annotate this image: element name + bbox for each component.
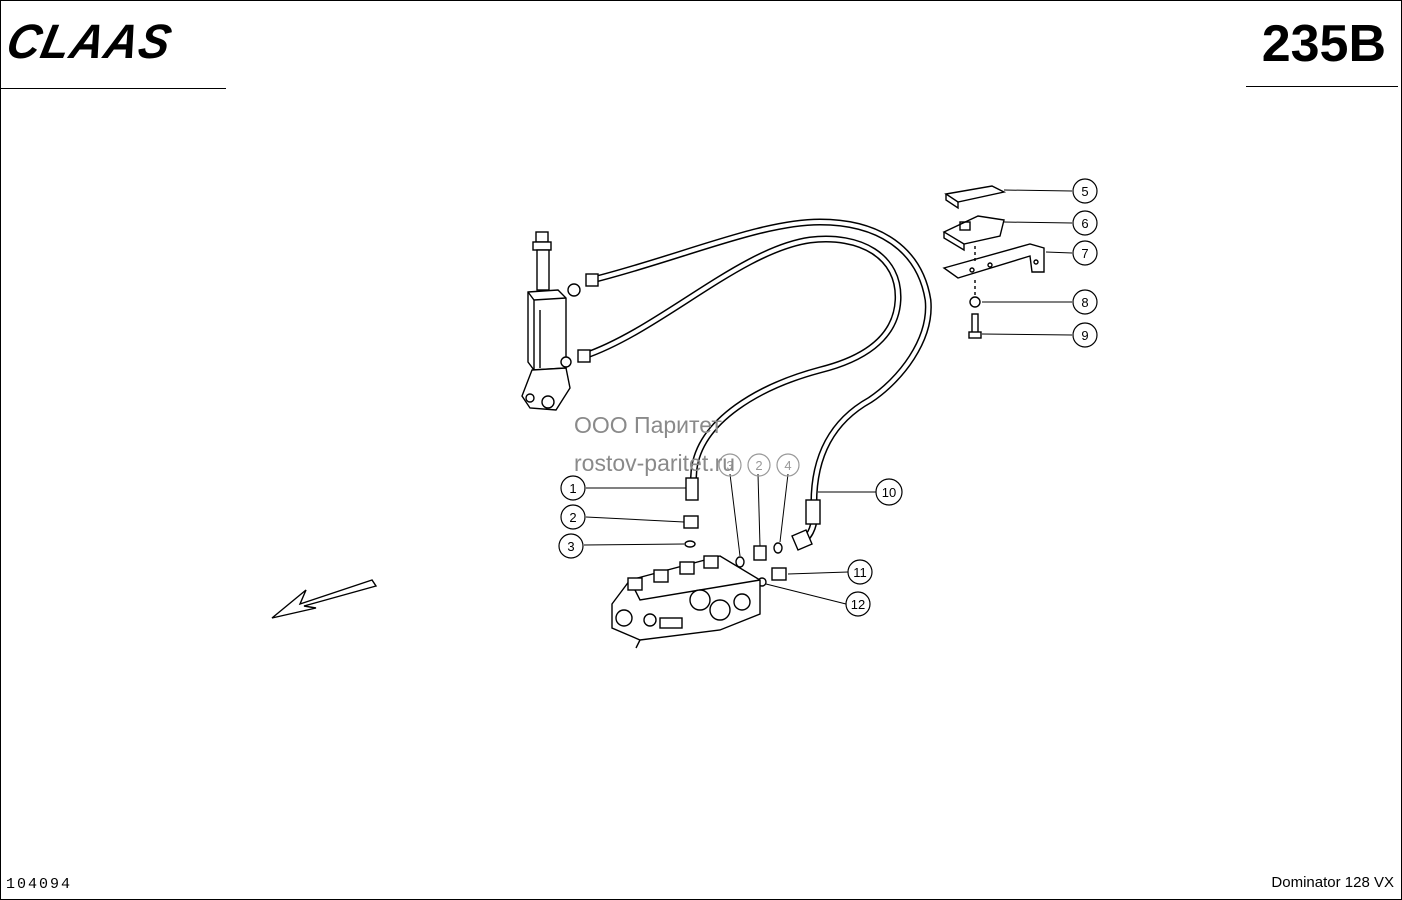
callout-label-5: 5 bbox=[1081, 184, 1088, 199]
callout-label-6: 6 bbox=[1081, 216, 1088, 231]
callout-circle-9 bbox=[1072, 322, 1098, 348]
callout-label-2: 2 bbox=[569, 510, 576, 525]
callout-label-3: 3 bbox=[567, 539, 574, 554]
callout-circle-1 bbox=[560, 475, 586, 501]
callout-circle-3b bbox=[718, 453, 742, 477]
callout-circle-4 bbox=[776, 453, 800, 477]
callout-label-2b: 2 bbox=[755, 458, 762, 473]
callout-circle-7 bbox=[1072, 240, 1098, 266]
callout-circle-2 bbox=[560, 504, 586, 530]
callout-label-8: 8 bbox=[1081, 295, 1088, 310]
control-valve-block bbox=[611, 555, 761, 649]
callout-circle-5 bbox=[1072, 178, 1098, 204]
callout-label-4: 4 bbox=[784, 458, 791, 473]
logo-underline bbox=[0, 88, 226, 89]
watermark-website: rostov-paritet.ru bbox=[574, 450, 736, 476]
callout-label-11: 11 bbox=[853, 565, 867, 580]
callout-circle-6 bbox=[1072, 210, 1098, 236]
document-number: 104094 bbox=[6, 876, 73, 893]
callout-label-1: 1 bbox=[569, 481, 576, 496]
watermark-company: ООО Паритет bbox=[574, 412, 722, 438]
callout-circle-12 bbox=[845, 591, 871, 617]
callout-circle-2b bbox=[747, 453, 771, 477]
direction-arrow bbox=[271, 579, 378, 619]
callout-circle-8 bbox=[1072, 289, 1098, 315]
callout-circle-3 bbox=[558, 533, 584, 559]
callout-circle-10 bbox=[875, 478, 903, 506]
mounting-bracket-parts bbox=[942, 185, 1045, 339]
model-name: Dominator 128 VX bbox=[1271, 874, 1394, 891]
callout-label-3b: 3 bbox=[726, 458, 733, 473]
callout-label-10: 10 bbox=[882, 485, 896, 500]
callout-label-7: 7 bbox=[1081, 246, 1088, 261]
callout-label-9: 9 bbox=[1081, 328, 1088, 343]
page-code: 235B bbox=[1261, 15, 1386, 73]
callout-circle-11 bbox=[847, 559, 873, 585]
callout-label-12: 12 bbox=[851, 597, 865, 612]
hydraulic-cylinder bbox=[521, 231, 581, 411]
page-code-underline bbox=[1246, 86, 1398, 87]
